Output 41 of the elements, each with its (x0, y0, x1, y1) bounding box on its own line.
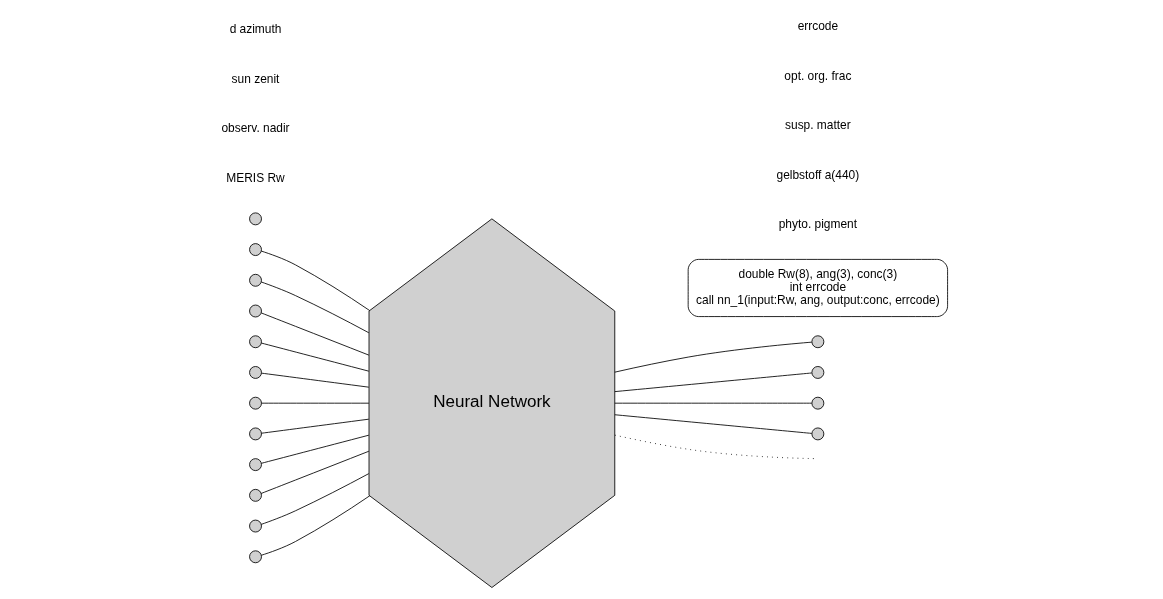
connector (261, 372, 370, 388)
connector (614, 341, 813, 373)
node-circle (249, 243, 262, 256)
label: errcode (797, 19, 839, 34)
node-circle (249, 366, 262, 379)
node-circle (249, 427, 262, 441)
node-circle (249, 304, 262, 318)
connector (260, 473, 370, 525)
label: d azimuth (229, 22, 282, 37)
label: susp. matter (785, 118, 851, 132)
node-circle (249, 335, 262, 349)
node-circle (249, 212, 262, 226)
connector (614, 402, 813, 404)
connector (260, 250, 371, 311)
label: observ. nadir (221, 121, 290, 136)
connector (261, 342, 370, 372)
connector (260, 281, 370, 334)
node-circle (249, 550, 262, 564)
node-circle (249, 273, 262, 287)
node-circle (811, 366, 825, 379)
connector (614, 414, 813, 434)
node-circle (811, 427, 825, 441)
connector (614, 372, 813, 393)
label: MERIS Rw (226, 170, 285, 185)
label: phyto. pigment (778, 216, 858, 231)
node-circle (249, 519, 262, 533)
node-circle (249, 458, 262, 472)
connector (260, 495, 371, 556)
connector (261, 434, 370, 464)
connector (260, 312, 370, 356)
node-circle (811, 335, 825, 349)
node-circle (249, 488, 262, 502)
label: sun zenit (231, 71, 280, 86)
connector (260, 450, 370, 494)
label: gelbstoff a(440) (776, 167, 860, 182)
node-circle (249, 396, 262, 410)
label: opt. org. frac (784, 68, 852, 83)
node-box: double Rw(8), ang(3), conc(3) int errcode call nn_1(input:Rw, ang, output:conc, errcode) (687, 258, 948, 317)
connector (261, 402, 370, 404)
node-circle (811, 396, 825, 410)
connector (261, 418, 370, 434)
